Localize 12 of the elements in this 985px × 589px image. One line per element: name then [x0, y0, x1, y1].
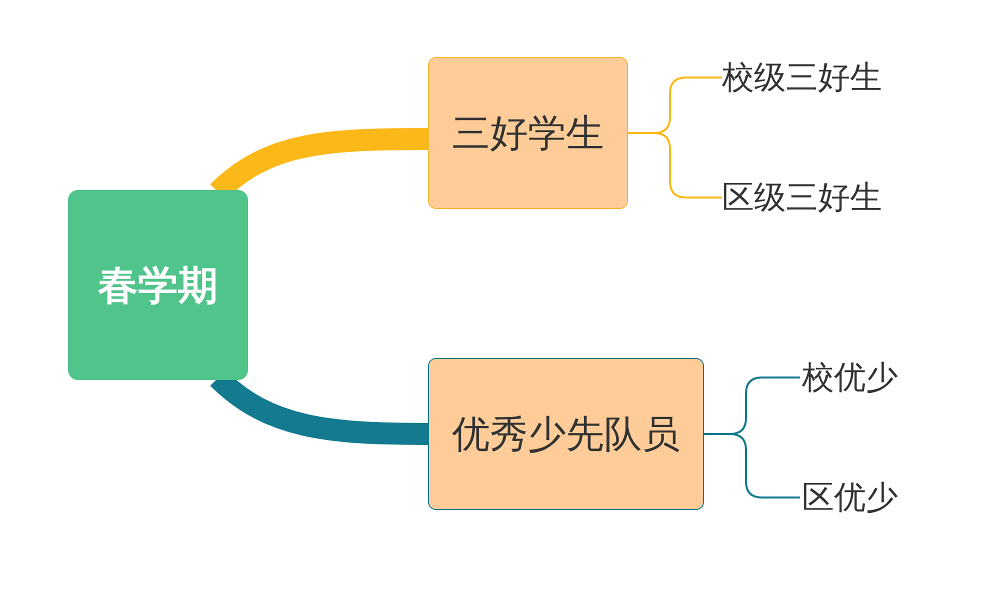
topic-box: [428, 57, 628, 209]
topic-label: 优秀少先队员: [452, 410, 680, 458]
root-topic-box: [68, 190, 248, 380]
subtopic-label: 校级三好生: [722, 56, 882, 98]
connector-line: [704, 433, 800, 498]
topic-label: 春学期: [98, 262, 218, 310]
subtopic-label: 区级三好生: [722, 176, 882, 218]
subtopic-label: 校优少: [802, 356, 898, 398]
topic-label: 三好学生: [452, 110, 604, 156]
topic-box: [428, 358, 704, 510]
subtopic-label: 区优少: [802, 476, 898, 518]
connector-line: [628, 132, 722, 198]
